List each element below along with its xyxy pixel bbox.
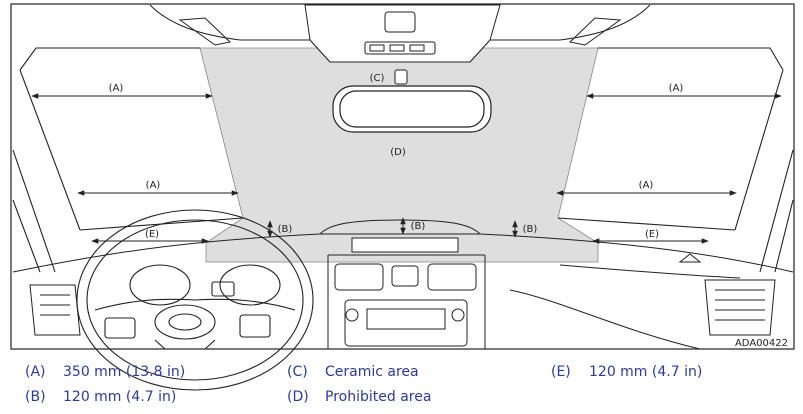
- label-b-right: (B): [523, 224, 538, 235]
- legend-text-c: Ceramic area: [325, 364, 419, 380]
- label-d: (D): [390, 147, 406, 158]
- dashboard: [12, 219, 794, 350]
- label-a-upper-right: (A): [669, 83, 684, 94]
- label-a-lower-left: (A): [146, 180, 161, 191]
- legend-item-c: (C) Ceramic area: [287, 364, 419, 380]
- legend-item-e: (E) 120 mm (4.7 in): [551, 364, 702, 380]
- legend-key-c: (C): [287, 364, 308, 380]
- legend-key-a: (A): [25, 364, 46, 380]
- image-code: ADA00422: [735, 338, 788, 349]
- legend-key-d: (D): [287, 389, 309, 405]
- label-b-center: (B): [411, 221, 426, 232]
- legend-item-b: (B) 120 mm (4.7 in): [25, 389, 176, 405]
- label-a-lower-right: (A): [639, 180, 654, 191]
- legend-key-b: (B): [25, 389, 46, 405]
- label-b-left: (B): [278, 224, 293, 235]
- label-a-upper-left: (A): [109, 83, 124, 94]
- legend-item-a: (A) 350 mm (13.8 in): [25, 364, 185, 380]
- label-c: (C): [370, 73, 385, 84]
- legend: (A) 350 mm (13.8 in) (B) 120 mm (4.7 in) (…: [0, 355, 803, 414]
- legend-text-b: 120 mm (4.7 in): [63, 389, 177, 405]
- legend-text-d: Prohibited area: [325, 389, 432, 405]
- legend-text-a: 350 mm (13.8 in): [63, 364, 186, 380]
- legend-key-e: (E): [551, 364, 571, 380]
- legend-item-d: (D) Prohibited area: [287, 389, 431, 405]
- label-e-left: (E): [145, 229, 159, 240]
- dimension-lines: [31, 93, 782, 244]
- steering-wheel: [76, 209, 314, 391]
- prohibited-area: [199, 47, 599, 263]
- rear-view-mirror: [332, 85, 492, 133]
- legend-text-e: 120 mm (4.7 in): [589, 364, 703, 380]
- label-e-right: (E): [645, 229, 659, 240]
- overhead-console: [304, 4, 501, 85]
